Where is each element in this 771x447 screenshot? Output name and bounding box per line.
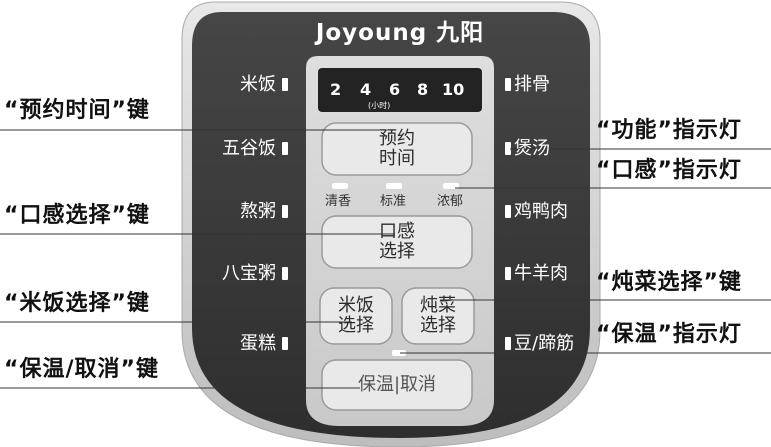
hour-value-4: 4 (360, 80, 372, 99)
function-label-soup: 煲汤 (514, 138, 550, 159)
rice-select-button-line1: 米饭 (338, 295, 374, 316)
indicator-ribs (505, 78, 511, 91)
reserve-time-button-line1: 预约 (379, 128, 415, 149)
taste-select-button-line2: 选择 (379, 241, 415, 262)
indicator-beans-tendon (505, 337, 511, 350)
taste-select-button-line1: 口感 (379, 221, 415, 242)
function-label-grain-rice: 五谷饭 (222, 138, 276, 159)
taste-select-button-frame[interactable] (321, 215, 473, 269)
callout-reserve-time-key: “预约时间”键 (4, 98, 150, 123)
reserve-time-button-frame[interactable] (321, 122, 473, 176)
hour-display-window (318, 68, 482, 112)
indicator-cake (282, 337, 288, 350)
callout-function-indicator: “功能”指示灯 (596, 118, 742, 143)
indicator-rice (282, 78, 288, 91)
hour-value-8: 8 (417, 80, 429, 99)
function-label-poultry: 鸡鸭肉 (514, 201, 568, 222)
indicator-poultry (505, 205, 511, 218)
callout-keep-warm-indicator: “保温”指示灯 (596, 322, 742, 347)
stew-select-button[interactable]: 炖菜 选择 (402, 296, 474, 336)
stew-select-button-frame[interactable] (401, 287, 475, 345)
stew-select-button-line2: 选择 (420, 315, 456, 336)
brand-logo: Joyoung 九阳 (315, 20, 485, 46)
function-label-eight-treasure-porridge: 八宝粥 (222, 263, 276, 284)
taste-level-standard: 标准 (380, 194, 407, 209)
function-label-beef-mutton: 牛羊肉 (514, 263, 568, 284)
function-label-rice: 米饭 (240, 74, 276, 95)
callout-stew-select-key: “炖菜选择”键 (596, 270, 742, 295)
indicator-taste-standard (386, 183, 402, 189)
taste-level-rich: 浓郁 (437, 194, 464, 209)
indicator-taste-light (332, 183, 348, 189)
keep-warm-cancel-button-frame[interactable] (321, 359, 473, 411)
indicator-porridge (282, 205, 288, 218)
indicator-beef-mutton (505, 267, 511, 280)
reserve-time-button[interactable]: 预约 时间 (322, 129, 472, 169)
hour-value-10: 10 (442, 80, 465, 99)
stew-select-button-line1: 炖菜 (420, 295, 456, 316)
hour-value-2: 2 (330, 80, 342, 99)
keep-warm-cancel-button[interactable]: 保温|取消 (357, 374, 437, 395)
taste-level-light: 清香 (325, 194, 352, 209)
indicator-eight-treasure-porridge (282, 267, 288, 280)
hour-value-6: 6 (389, 80, 401, 99)
indicator-grain-rice (282, 142, 288, 155)
callout-keep-warm-cancel-key: “保温/取消”键 (4, 357, 159, 382)
rice-select-button-frame[interactable] (319, 287, 393, 345)
function-label-cake: 蛋糕 (240, 333, 276, 354)
taste-select-button[interactable]: 口感 选择 (322, 222, 472, 262)
callout-rice-select-key: “米饭选择”键 (4, 291, 150, 316)
rice-select-button[interactable]: 米饭 选择 (320, 296, 392, 336)
function-label-porridge: 熬粥 (240, 201, 276, 222)
hour-unit-label: (小时) (368, 101, 391, 110)
indicator-keep-warm (392, 350, 406, 356)
reserve-time-button-line2: 时间 (379, 148, 415, 169)
function-label-ribs: 排骨 (514, 74, 550, 95)
rice-select-button-line2: 选择 (338, 315, 374, 336)
indicator-soup (505, 142, 511, 155)
callout-taste-indicator: “口感”指示灯 (596, 158, 742, 183)
function-label-beans-tendon: 豆/蹄筋 (514, 333, 575, 354)
callout-taste-select-key: “口感选择”键 (4, 203, 150, 228)
